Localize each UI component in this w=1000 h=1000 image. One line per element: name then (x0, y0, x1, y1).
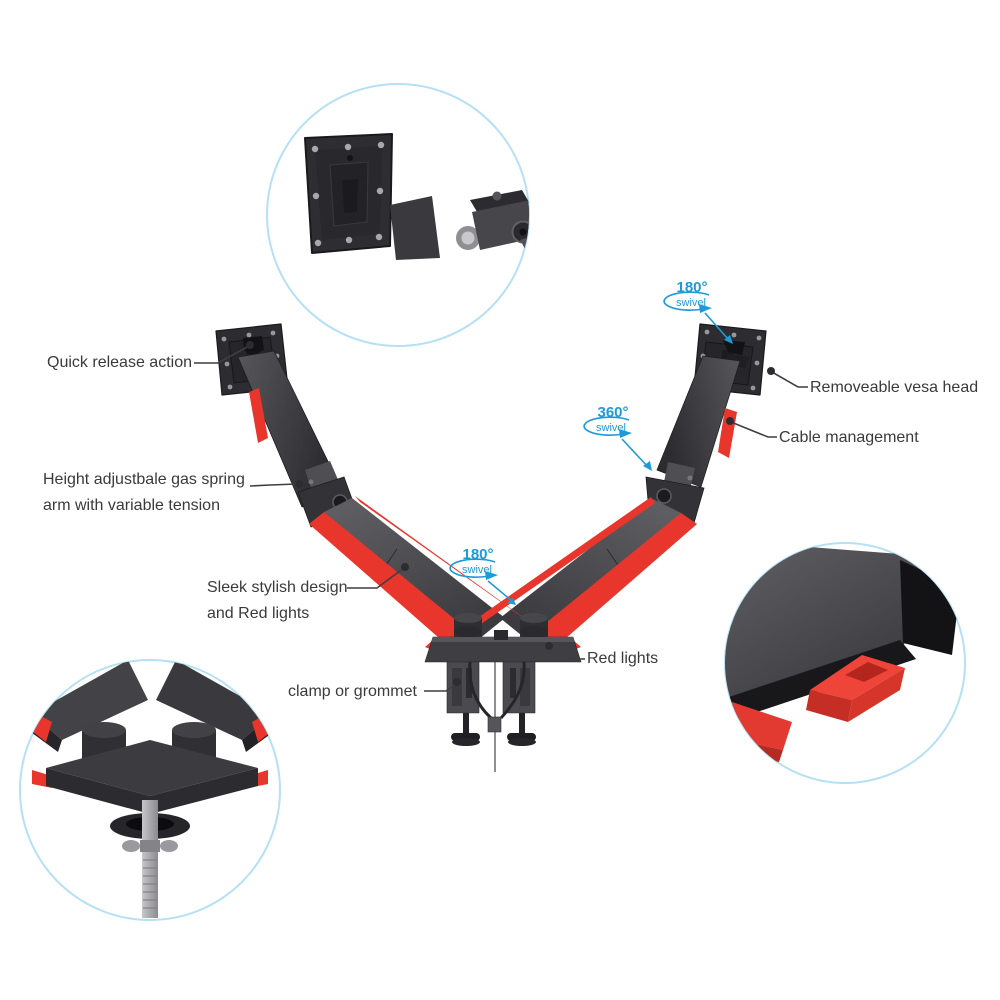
leader-arrow-icon (724, 335, 733, 344)
leader-gas-spring (249, 483, 298, 487)
leader-vesa-head (771, 371, 808, 388)
detail-screw-holes (311, 141, 385, 247)
label-gas-spring: Height adjustbale gas spring arm with va… (43, 467, 245, 519)
label-quick-release: Quick release action (47, 354, 192, 371)
release-knob (461, 231, 475, 245)
wing-nut (122, 840, 140, 852)
label-clamp-or-grommet: clamp or grommet (288, 683, 417, 700)
quick-release-bracket (390, 196, 440, 260)
swivel-annotation-center: 180° swivel (449, 546, 516, 605)
leader-quick-release (194, 345, 250, 364)
swivel-annotation-middle: 360° swivel (583, 404, 652, 471)
leader-cable (730, 421, 777, 438)
label-sleek-design-line1: Sleek stylish design (207, 579, 348, 596)
rotation-arrow-icon (619, 429, 632, 438)
callout-circle-redlight-detail (724, 542, 966, 784)
detail-left-arm-stub (32, 660, 148, 740)
clamp-body-right (502, 661, 536, 714)
label-sleek-design-line2: and Red lights (207, 605, 310, 622)
base-assembly (424, 613, 582, 772)
leader-arrow-icon (643, 461, 652, 471)
label-sleek-design: Sleek stylish design and Red lights (207, 575, 348, 627)
swivel-label: swivel (676, 297, 706, 309)
rotation-arc-icon (583, 416, 630, 436)
rotation-arc-icon (663, 291, 710, 311)
leader-clamp (424, 683, 457, 692)
leader-sleek-design (347, 567, 405, 589)
callout-circle-base-detail (19, 659, 281, 921)
threaded-rod (142, 800, 158, 918)
label-gas-spring-line2: arm with variable tension (43, 497, 220, 514)
label-cable-management: Cable management (779, 429, 919, 446)
callout-circle-vesa-detail (266, 83, 530, 347)
red-light-accents (249, 388, 737, 652)
rotation-arrow-icon (485, 571, 498, 580)
swivel-label: swivel (462, 564, 492, 576)
annotation-leader (621, 438, 649, 468)
detail-base-plate (46, 740, 258, 796)
cable (499, 661, 526, 720)
leader-arrow-icon (507, 598, 516, 605)
label-gas-spring-line1: Height adjustbale gas spring (43, 471, 245, 488)
leader-lines (194, 345, 808, 692)
arm-stub (520, 218, 529, 342)
cable (468, 661, 493, 720)
detail-arm-panel (725, 543, 952, 706)
detail-right-arm-stub (156, 660, 272, 740)
leader-dots (246, 341, 775, 686)
label-removable-vesa-head: Removeable vesa head (810, 379, 979, 396)
annotation-leader (487, 580, 513, 602)
cable-connector (487, 716, 502, 733)
label-red-lights: Red lights (587, 650, 659, 667)
annotation-leader (704, 312, 729, 340)
swivel-annotation-top-right: 180° swivel (663, 279, 733, 344)
main-product-illustration (215, 323, 767, 772)
rotation-arrow-icon (699, 304, 712, 313)
leader-red-lights (549, 646, 585, 660)
rotation-arc-icon (449, 558, 496, 578)
quick-release-lever (723, 340, 745, 355)
swivel-label: swivel (596, 422, 626, 434)
